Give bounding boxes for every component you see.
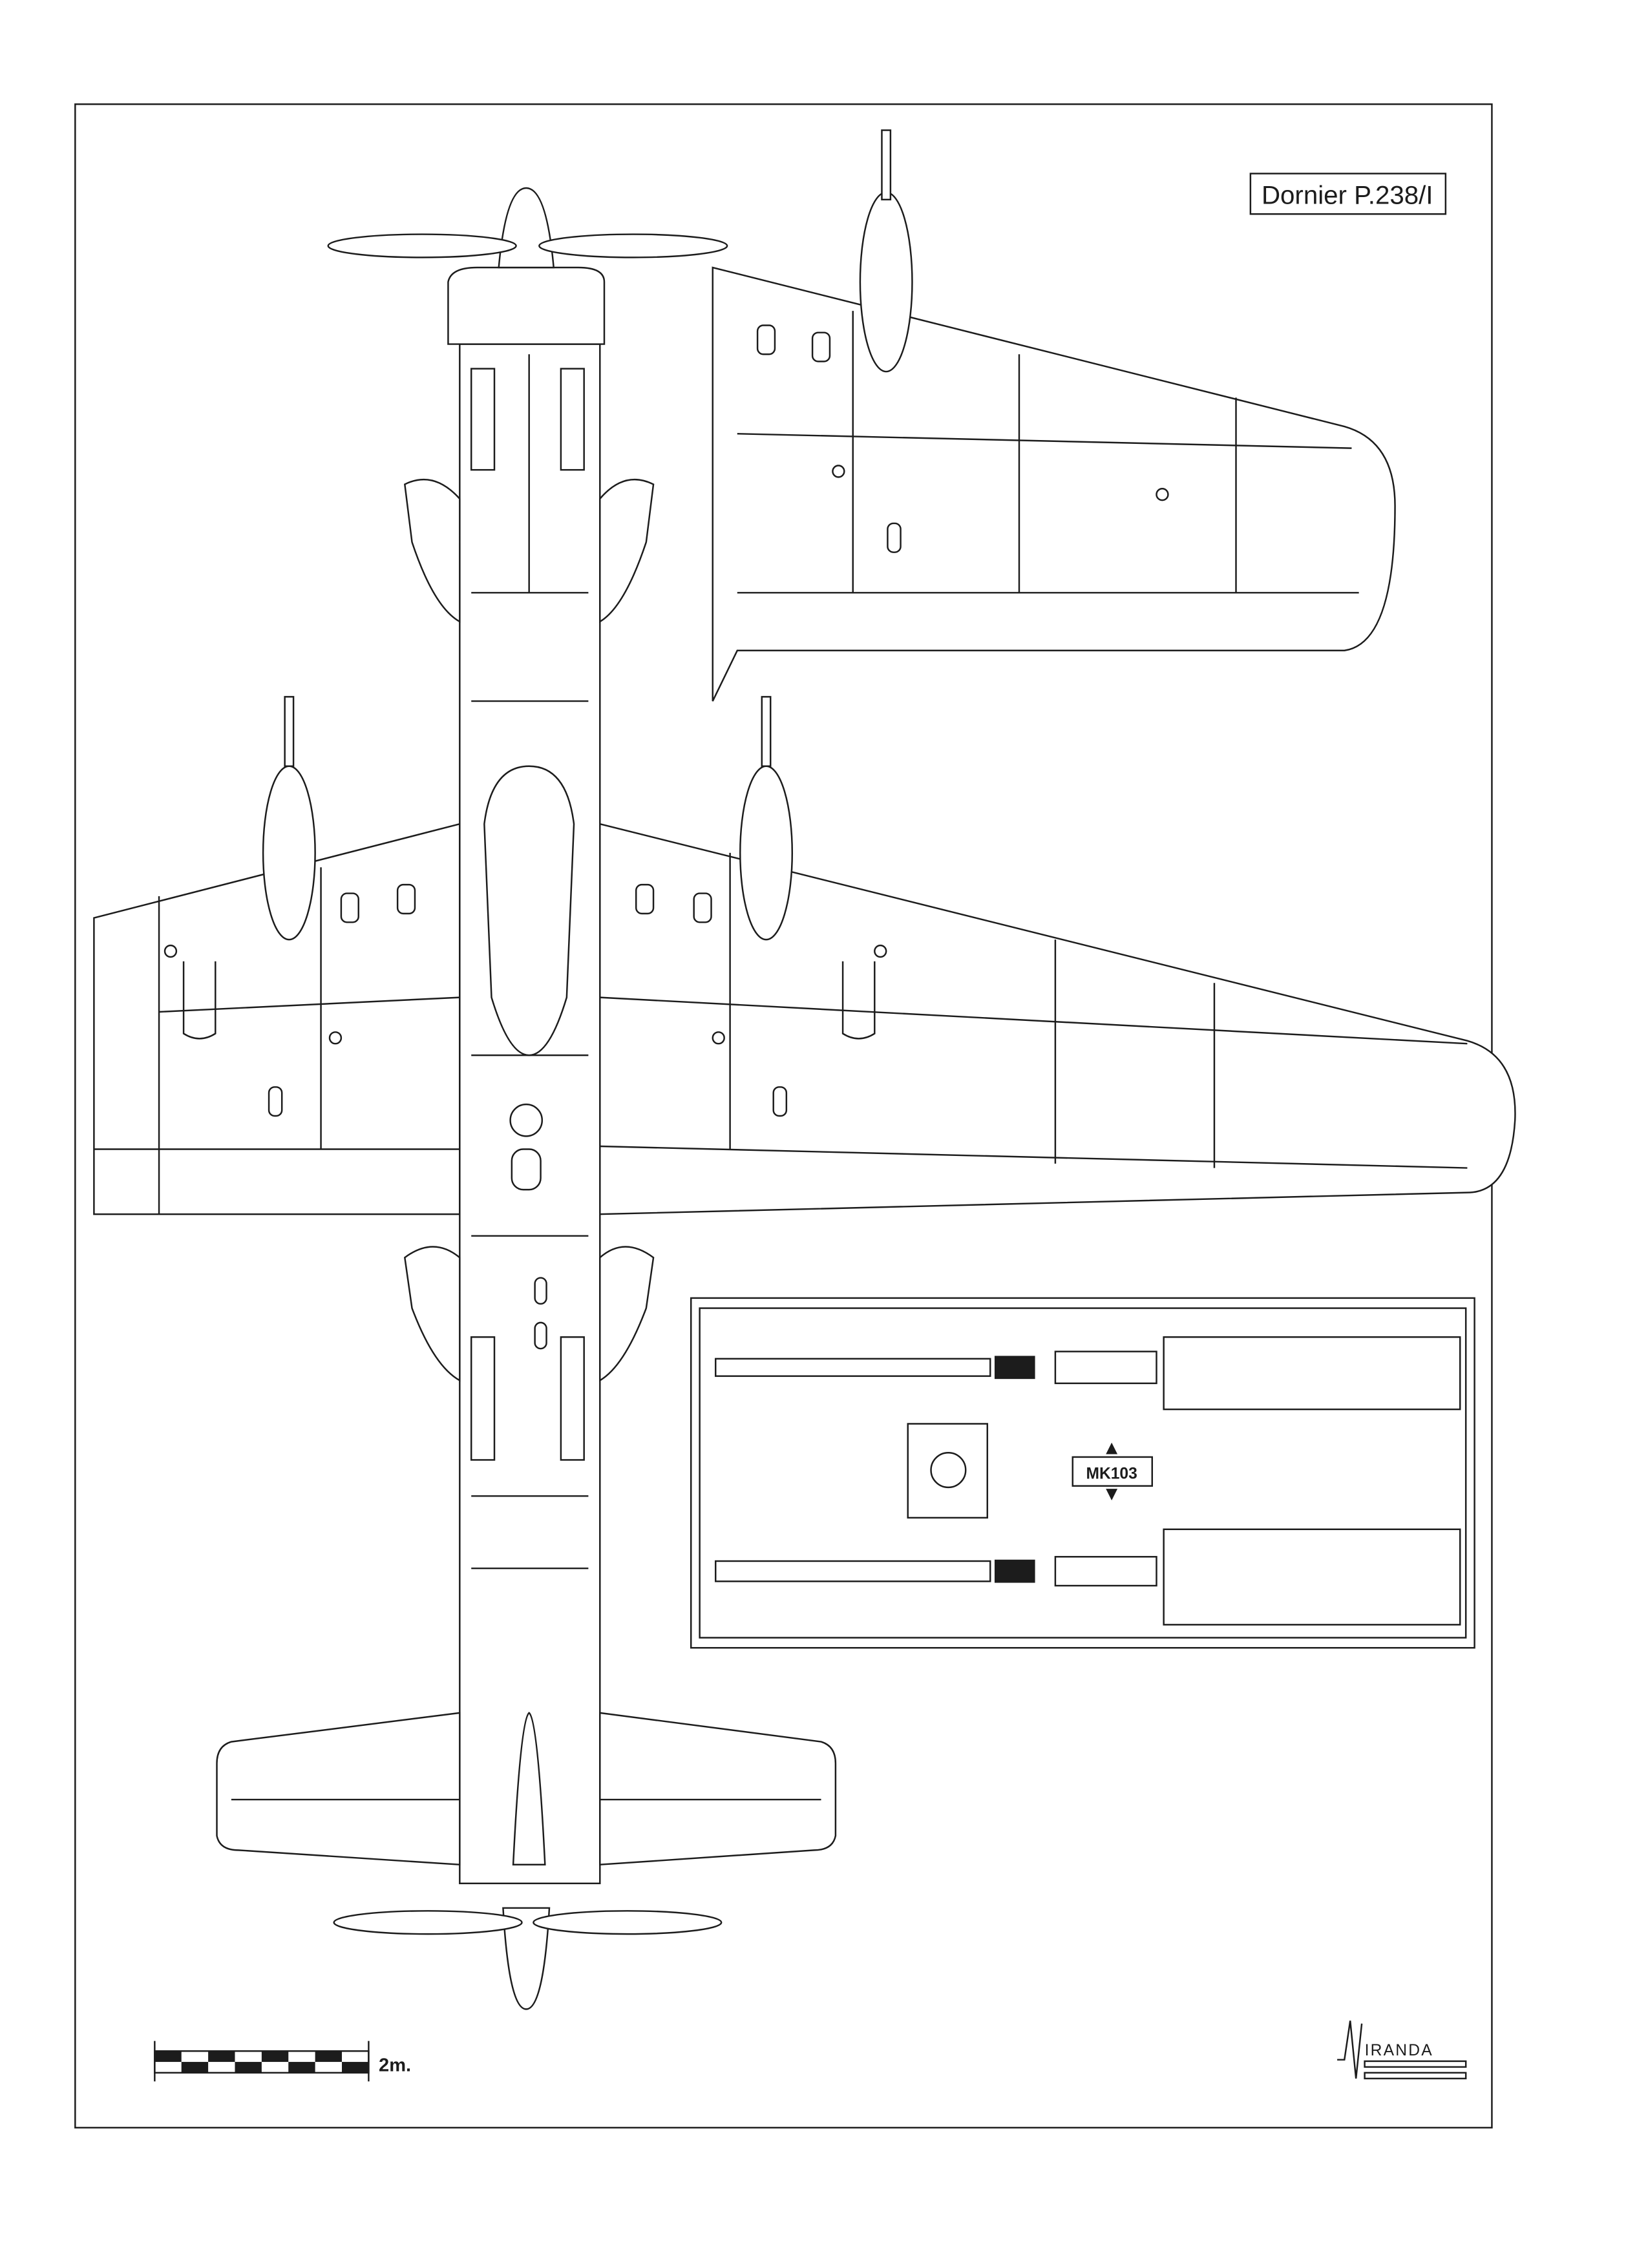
gun-top-view [715, 1528, 1461, 1626]
gun-label: MK103 [1086, 1465, 1137, 1482]
scale-bar: 2m. [154, 2041, 411, 2082]
wing-detail-view [712, 129, 1396, 702]
svg-text:IRANDA: IRANDA [1365, 2042, 1433, 2059]
gun-detail-box: MK103 [690, 1297, 1475, 1649]
miranda-logo: IRANDA [1337, 2021, 1467, 2080]
tailplane [216, 1712, 837, 1866]
propellers [327, 233, 728, 1935]
drawing-title: Dornier P.238/I [1262, 181, 1433, 210]
title-box: Dornier P.238/I [1249, 173, 1447, 215]
gun-side-view [715, 1336, 1461, 1411]
fuselage [403, 187, 655, 2010]
wing-pods [262, 696, 794, 941]
arrow-down-icon [1106, 1489, 1118, 1501]
scale-label: 2m. [379, 2055, 411, 2076]
main-wing [93, 823, 1516, 1215]
gun-front-view [907, 1423, 988, 1519]
arrow-up-icon [1106, 1442, 1118, 1454]
